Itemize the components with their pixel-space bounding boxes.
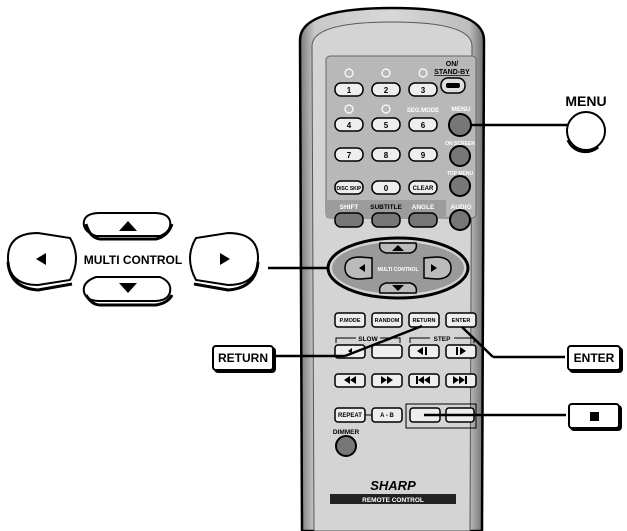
on-screen-label: ON SCREEN bbox=[445, 141, 475, 147]
multi-control-callout: MULTI CONTROL bbox=[6, 212, 260, 307]
angle-label: ANGLE bbox=[412, 204, 435, 211]
digit-label-0: 0 bbox=[384, 184, 389, 193]
digit-button-1[interactable] bbox=[334, 82, 364, 97]
enter-leader-line bbox=[461, 326, 494, 358]
audio-button[interactable] bbox=[449, 209, 471, 231]
multi-control-callout-label: MULTI CONTROL bbox=[84, 253, 182, 267]
multi-control-small-label: MULTI CONTROL bbox=[377, 267, 418, 273]
multi-right-button[interactable] bbox=[423, 256, 452, 280]
enter-small-label: ENTER bbox=[452, 318, 471, 324]
menu-button[interactable] bbox=[448, 113, 472, 137]
digit-label-3: 3 bbox=[421, 86, 426, 95]
remote-control-bar bbox=[330, 494, 456, 504]
stop-icon bbox=[589, 411, 599, 421]
slow-label: SLOW bbox=[358, 336, 378, 343]
menu-callout-icon bbox=[566, 111, 606, 151]
remote-control-label: REMOTE CONTROL bbox=[362, 497, 424, 504]
brand-logo: SHARP bbox=[370, 478, 416, 493]
digit-button-5[interactable] bbox=[371, 117, 401, 132]
digit-label-8: 8 bbox=[384, 151, 389, 160]
a-b-label: A - B bbox=[380, 413, 394, 419]
enter-callout-label: ENTER bbox=[573, 351, 615, 365]
digit-label-6: 6 bbox=[421, 121, 426, 130]
menu-callout-label: MENU bbox=[565, 93, 606, 109]
enter-small-button[interactable] bbox=[445, 312, 477, 328]
disc-skip-button[interactable] bbox=[334, 180, 364, 195]
digit-button-6[interactable] bbox=[408, 117, 438, 132]
digit-label-5: 5 bbox=[384, 121, 389, 130]
shift-button[interactable] bbox=[334, 212, 364, 228]
disc-skip-label: DISC SKIP bbox=[336, 186, 362, 192]
slow-forward-button[interactable] bbox=[371, 344, 403, 359]
random-label: RANDOM bbox=[375, 318, 400, 324]
return-small-button[interactable] bbox=[408, 312, 440, 328]
menu-small-label: MENU bbox=[451, 106, 470, 113]
dimmer-label: DIMMER bbox=[333, 429, 360, 436]
digit-button-3[interactable] bbox=[408, 82, 438, 97]
random-button[interactable] bbox=[371, 312, 403, 328]
digit-button-2[interactable] bbox=[371, 82, 401, 97]
digit-label-1: 1 bbox=[347, 86, 352, 95]
digit-button-0[interactable] bbox=[371, 180, 401, 195]
enter-callout: ENTER bbox=[567, 345, 621, 371]
digit-label-2: 2 bbox=[384, 86, 389, 95]
subtitle-label: SUBTITLE bbox=[370, 204, 402, 211]
p-mode-button[interactable] bbox=[334, 312, 366, 328]
digit-label-9: 9 bbox=[421, 151, 426, 160]
audio-label: AUDIO bbox=[451, 204, 472, 211]
subtitle-button[interactable] bbox=[371, 212, 401, 228]
return-callout: RETURN bbox=[212, 345, 274, 371]
angle-button[interactable] bbox=[408, 212, 438, 228]
digit-buttons bbox=[334, 82, 438, 195]
dimmer-button[interactable] bbox=[335, 435, 357, 457]
repeat-label: REPEAT bbox=[338, 413, 362, 419]
shift-label: SHIFT bbox=[340, 204, 359, 211]
on-screen-button[interactable] bbox=[449, 145, 471, 167]
digit-button-8[interactable] bbox=[371, 147, 401, 162]
return-callout-label: RETURN bbox=[218, 351, 268, 365]
step-label: STEP bbox=[434, 336, 452, 343]
digit-button-7[interactable] bbox=[334, 147, 364, 162]
digit-label-4: 4 bbox=[347, 121, 352, 130]
seg-mode-label: SEG.MODE bbox=[407, 108, 439, 114]
clear-label: CLEAR bbox=[413, 186, 434, 192]
digit-button-4[interactable] bbox=[334, 117, 364, 132]
top-menu-label: TOP MENU bbox=[447, 171, 474, 177]
p-mode-label: P.MODE bbox=[340, 318, 361, 324]
step-reverse-button[interactable] bbox=[408, 344, 440, 359]
standby-label-1: ON/ bbox=[446, 61, 459, 68]
multi-left-button[interactable] bbox=[344, 256, 373, 280]
clear-button[interactable] bbox=[408, 180, 438, 195]
return-small-label: RETURN bbox=[413, 318, 436, 324]
digit-label-7: 7 bbox=[347, 151, 352, 160]
digit-icons bbox=[344, 68, 428, 114]
standby-label-2: STAND-BY bbox=[434, 69, 470, 76]
stop-callout bbox=[568, 403, 620, 429]
top-menu-button[interactable] bbox=[449, 175, 471, 197]
digit-button-9[interactable] bbox=[408, 147, 438, 162]
